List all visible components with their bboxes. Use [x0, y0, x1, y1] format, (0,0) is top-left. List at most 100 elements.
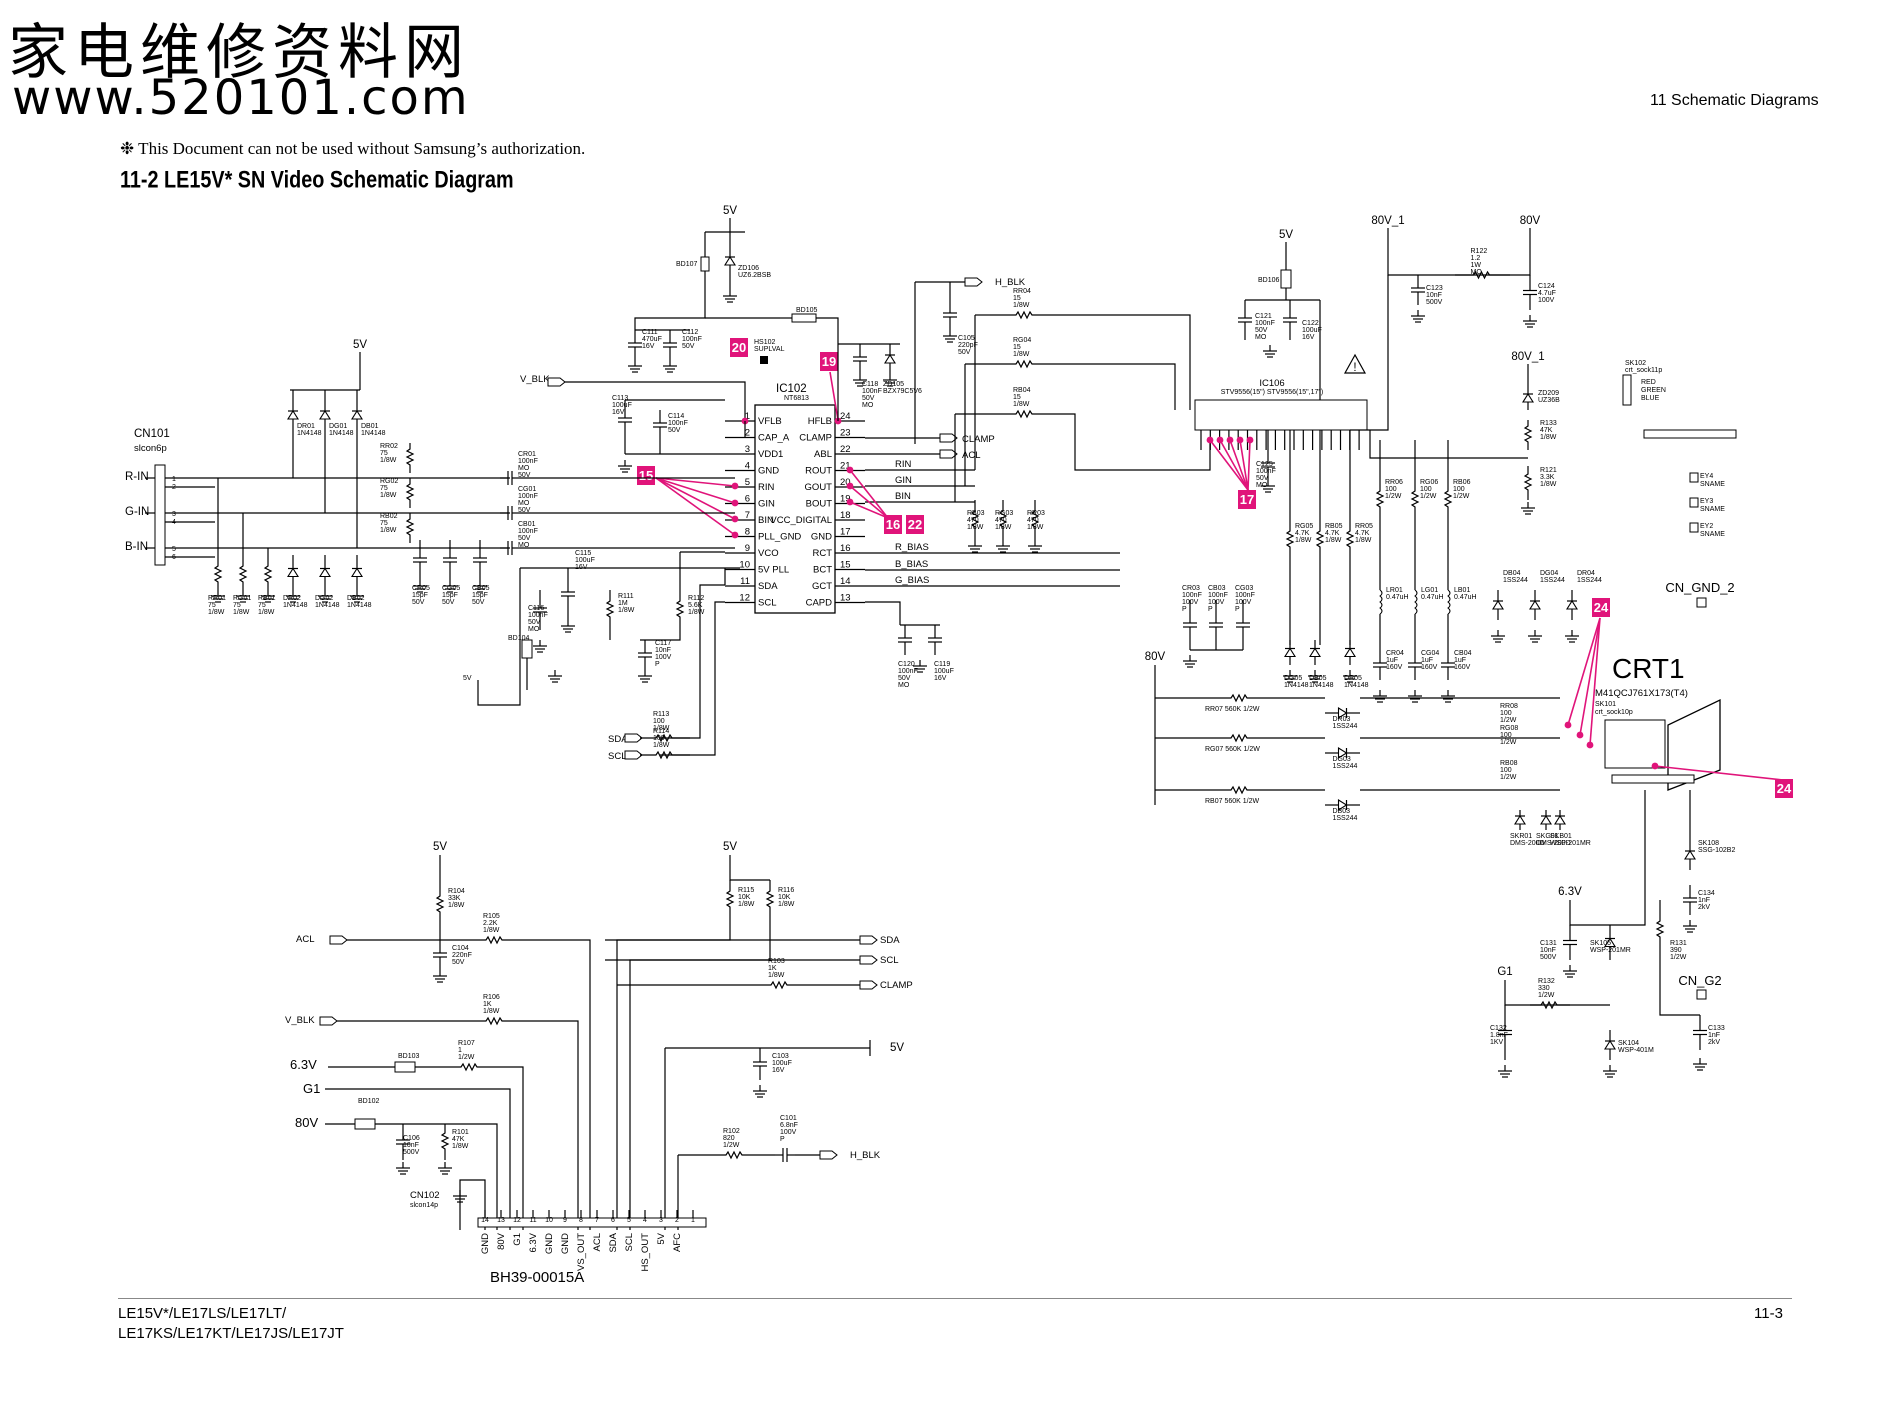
- component-value: 1/8W: [208, 609, 225, 616]
- component-value: 10nF: [1426, 292, 1442, 299]
- resistor: [725, 880, 735, 920]
- component-ref-r111: R111: [618, 593, 634, 600]
- net-rin: RIN: [895, 459, 912, 470]
- component-value: 1/8W: [1295, 537, 1312, 544]
- pin-number: 6: [745, 494, 750, 505]
- component-ref-rb04: RB04: [1013, 387, 1031, 394]
- pin-name: 5V PLL: [758, 565, 789, 576]
- net-port: [819, 1150, 838, 1160]
- net-clamp-top: CLAMP: [962, 434, 995, 445]
- diode-symbol: [1540, 814, 1552, 825]
- callout-number: 22: [908, 517, 922, 532]
- wire: [660, 601, 725, 756]
- eyelet-ref: EY3: [1700, 498, 1713, 505]
- diode-symbol: [351, 567, 363, 578]
- cn102-pin-name: G1: [512, 1233, 523, 1246]
- net-r_bias: R_BIAS: [895, 542, 929, 553]
- rail-5v-small: 5V: [463, 675, 472, 682]
- component-value: 500V: [1426, 299, 1443, 306]
- pin-number: 20: [840, 477, 851, 488]
- watermark-url: www.520101.com: [12, 70, 470, 126]
- cn-g2-pad: [1696, 989, 1707, 1000]
- callout-number: 24: [1594, 600, 1609, 615]
- pin-number: 1: [172, 476, 176, 483]
- component-value: 100nF: [1235, 592, 1255, 599]
- component-ref-rr04: RR04: [1013, 288, 1031, 295]
- crt-socket: SK101: [1595, 701, 1616, 708]
- resistor: [213, 560, 223, 590]
- component-ref-cr03: CR03: [1182, 585, 1200, 592]
- component-value: 100nF: [668, 420, 688, 427]
- component-value: 1SS244: [1333, 763, 1358, 770]
- component-value: P: [655, 661, 660, 668]
- wire: [480, 1066, 524, 1230]
- eyelet-value: SNAME: [1700, 531, 1725, 538]
- component-value: 47K: [452, 1136, 465, 1143]
- component-ref-c121: C121: [1255, 313, 1272, 320]
- component-value: 1/8W: [1540, 481, 1557, 488]
- resistor: [1523, 420, 1533, 450]
- component-ref-db01: DB01: [361, 423, 379, 430]
- component-value: 50V: [452, 959, 465, 966]
- component-value: 160V: [1421, 664, 1438, 671]
- component-value: 1/8W: [688, 609, 705, 616]
- wire: [1659, 960, 1700, 1016]
- diode-symbol: [1344, 647, 1356, 658]
- component-value: 1N4148: [1309, 682, 1334, 689]
- component-value: 1/2W: [1385, 493, 1402, 500]
- net-port: [624, 750, 643, 760]
- component-value: 100V: [655, 654, 672, 661]
- eyelet: [1689, 472, 1699, 483]
- crt-tube: [1667, 698, 1721, 791]
- crt-socket-type: crt_sock10p: [1595, 709, 1633, 716]
- component-value: 100V: [780, 1129, 797, 1136]
- wire: [640, 630, 681, 641]
- component-value: 100: [1500, 732, 1512, 739]
- component-value: 2kV: [1708, 1039, 1720, 1046]
- component-value: 1/2W: [1500, 774, 1517, 781]
- component-value: 100: [1500, 767, 1512, 774]
- ic106-part: STV9556(15") STV9556(15",17"): [1221, 389, 1323, 396]
- net-h-blk: H_BLK: [995, 277, 1026, 288]
- component-ref-c114: C114: [668, 413, 684, 420]
- wire: [865, 601, 901, 625]
- component-ref-hs102: HS102: [754, 339, 776, 346]
- net-gin: GIN: [895, 475, 912, 486]
- component-ref-bd104: BD104: [508, 635, 530, 642]
- resistor: [405, 443, 415, 473]
- component-value: MO: [1471, 269, 1483, 276]
- pin-number: 1: [745, 411, 750, 422]
- cn102-pin-name: ACL: [592, 1233, 603, 1251]
- net-bin: BIN: [895, 491, 911, 502]
- pin-number: 12: [739, 593, 750, 604]
- component-value: 15pF: [412, 592, 428, 599]
- component-ref-cb03: CB03: [1208, 585, 1226, 592]
- component-ref-rb05: RB05: [1325, 523, 1343, 530]
- callout-leader: [1579, 617, 1601, 736]
- component-ref-c115: C115: [575, 550, 591, 557]
- pin-name: PLL_GND: [758, 532, 801, 543]
- net-port: [624, 733, 643, 743]
- component-value: 1/8W: [452, 1143, 469, 1150]
- page-title: 11-2 LE15V* SN Video Schematic Diagram: [120, 166, 514, 193]
- pin-name: SCL: [758, 598, 776, 609]
- pin-number: 9: [563, 1217, 567, 1224]
- component-value: 50V: [528, 619, 541, 626]
- ic102-body: [754, 404, 836, 614]
- pin-number: 11: [740, 576, 750, 587]
- diode-symbol: [1337, 707, 1348, 719]
- component-value: 100uF: [1302, 327, 1322, 334]
- component-value: 0.47uH: [1454, 594, 1477, 601]
- component-value: 1N4148: [329, 430, 354, 437]
- pin-name: BIN: [758, 515, 774, 526]
- component-ref-r122: R122: [1471, 248, 1488, 255]
- pin-number: 3: [172, 511, 176, 518]
- component-value: 10K: [778, 894, 791, 901]
- rail-5v-bd106: 5V: [1279, 229, 1293, 241]
- eyelet: [1689, 522, 1699, 533]
- net-scl-bottom: SCL: [880, 955, 898, 966]
- rail-80v-left: 80V: [1145, 651, 1166, 663]
- wire: [1569, 790, 1646, 926]
- diode-symbol: [319, 567, 331, 578]
- ferrite-bead: [394, 1061, 416, 1073]
